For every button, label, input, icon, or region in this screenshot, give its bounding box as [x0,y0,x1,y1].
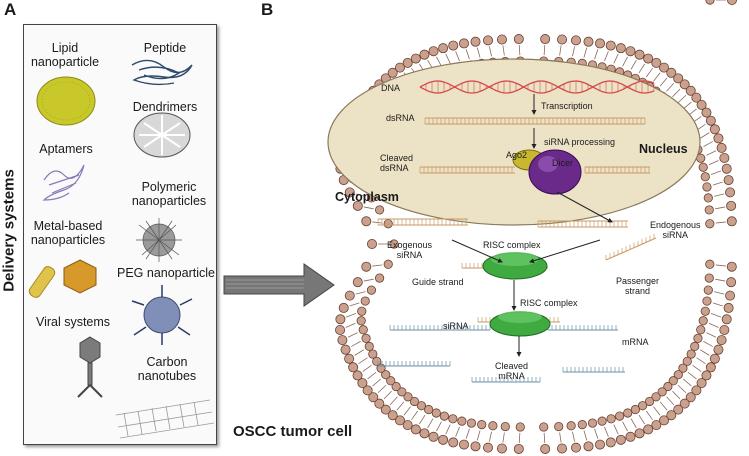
dicer-protein [528,149,582,195]
label-viral-systems: Viral systems [35,315,111,329]
label-dicer: Dicer [552,158,574,168]
pathway-arrows [451,94,613,357]
cytoplasm-label: Cytoplasm [335,190,399,204]
lipid-nanoparticle-icon [36,76,96,126]
dna-helix [419,80,655,94]
label-mrna: mRNA [622,337,649,347]
label-transcription: Transcription [541,101,593,111]
panel-b-letter: B [261,0,274,19]
label-risc-complex-1: RISC complex [483,240,541,250]
peg-nanoparticle-icon [131,285,193,345]
label-metal-based-nanoparticles: Metal-based nanoparticles [30,219,106,247]
label-polymeric-nanoparticles: Polymeric nanoparticles [131,180,207,208]
label-peptide: Peptide [143,41,187,55]
label-dsrna: dsRNA [386,113,415,123]
delivery-arrow [223,263,335,307]
label-passenger-strand: Passenger strand [616,276,660,296]
cell-membrane [335,0,737,454]
label-aptamers: Aptamers [39,142,93,156]
nucleus-label: Nucleus [639,142,688,156]
risc-complex-1 [482,252,548,280]
label-cleaved-dsrna: Cleaved dsRNA [380,153,414,173]
label-risc-complex-2: RISC complex [520,298,578,308]
peptide-icon [131,59,193,86]
polymeric-nanoparticle-icon [136,218,182,262]
label-peg-nanoparticle: PEG nanoparticle [117,266,215,280]
dendrimer-icon [133,112,191,158]
label-sirna-processing: siRNA processing [544,137,616,147]
risc-complex-2 [489,311,551,337]
metal-nanoparticle-icon [28,259,97,298]
delivery-systems-panel: Lipid nanoparticle Peptide Dendrimers Ap… [23,24,217,445]
label-ago2: Ago2 [506,150,528,160]
nucleus-envelope [327,58,701,226]
label-exogenous-sirna: Exogenous siRNA [387,240,433,260]
aptamer-icon [42,164,85,201]
label-dendrimers: Dendrimers [132,100,198,114]
label-carbon-nanotubes: Carbon nanotubes [137,355,197,383]
label-dna: DNA [381,83,401,93]
label-lipid-nanoparticle: Lipid nanoparticle [30,41,100,69]
carbon-nanotube-icon [115,399,215,439]
viral-vector-icon [77,336,103,398]
label-cleaved-mrna: Cleaved mRNA [495,361,529,381]
label-guide-strand: Guide strand [412,277,464,287]
panel-a-letter: A [4,0,17,19]
label-endogenous-sirna: Endogenous siRNA [650,220,701,240]
delivery-systems-illustrations [28,59,215,439]
cell-title: OSCC tumor cell [233,423,353,440]
label-sirna: siRNA [443,321,469,331]
